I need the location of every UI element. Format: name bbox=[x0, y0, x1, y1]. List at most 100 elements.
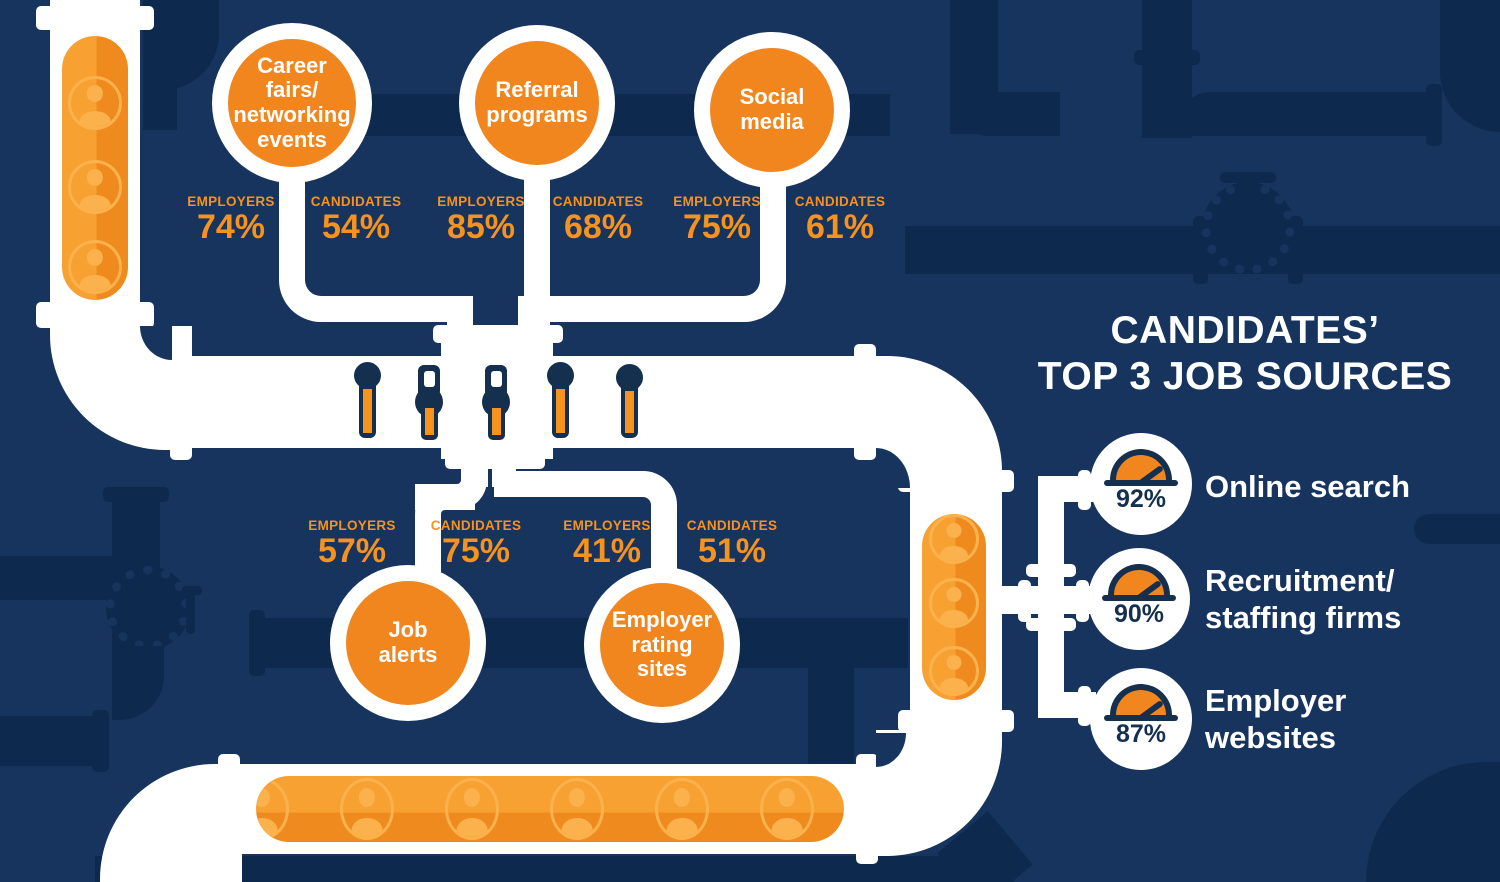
stat-job-alerts-employers: EMPLOYERS 57% bbox=[286, 518, 418, 569]
source-bubble-referral-programs: Referral programs bbox=[459, 25, 615, 181]
stat-rating-sites-employers: EMPLOYERS 41% bbox=[541, 518, 673, 569]
valve-stem-fill bbox=[556, 389, 565, 433]
bg-pipe-elbow bbox=[1366, 762, 1500, 882]
source-bubble-fill: Referral programs bbox=[475, 41, 599, 165]
people-capsule-right bbox=[922, 514, 986, 700]
people-capsule-left bbox=[62, 36, 128, 300]
stat-value: 85% bbox=[446, 208, 516, 246]
gauge-online-search: 92% bbox=[1090, 433, 1192, 535]
pipe-flange bbox=[1078, 470, 1091, 510]
bg-pipe bbox=[0, 716, 102, 766]
top3-label-online-search: Online search bbox=[1205, 469, 1411, 504]
connector-tube bbox=[415, 484, 475, 572]
valve-wheel-icon bbox=[106, 566, 190, 650]
pipe-flange bbox=[1078, 686, 1091, 726]
stat-audience-label: EMPLOYERS bbox=[187, 194, 275, 209]
bg-pipe-flange bbox=[1426, 84, 1442, 146]
stat-value: 75% bbox=[682, 208, 752, 246]
bg-pipe bbox=[0, 556, 122, 600]
valve-lever bbox=[186, 592, 195, 634]
manifold-top-plate bbox=[433, 325, 563, 343]
source-bubble-fill: Job alerts bbox=[346, 581, 470, 705]
gauge-pipe-vertical bbox=[1038, 478, 1064, 718]
bg-pipe bbox=[808, 662, 854, 766]
connector-tube bbox=[279, 160, 473, 322]
bg-pipe-flange bbox=[92, 710, 109, 772]
person-icon bbox=[68, 76, 122, 130]
stat-referral-candidates: CANDIDATES 68% bbox=[532, 194, 664, 245]
person-icon bbox=[929, 514, 979, 564]
valve-handle-slot bbox=[491, 371, 502, 387]
person-icon bbox=[550, 778, 604, 840]
gauge-dial-icon bbox=[1110, 684, 1172, 717]
person-icon bbox=[655, 778, 709, 840]
valve-stem-fill bbox=[425, 408, 434, 435]
person-icon bbox=[760, 778, 814, 840]
person-icon bbox=[445, 778, 499, 840]
top3-label-recruitment-staffing: Recruitment/ staffing firms bbox=[1205, 563, 1402, 636]
stat-value: 51% bbox=[697, 532, 767, 570]
stat-value: 61% bbox=[805, 208, 875, 246]
bg-pipe bbox=[1180, 92, 1436, 136]
stat-value: 75% bbox=[441, 532, 511, 570]
stat-social-employers: EMPLOYERS 75% bbox=[651, 194, 783, 245]
source-label: Employer rating sites bbox=[611, 607, 713, 682]
source-bubble-fill: Career fairs/ networking events bbox=[228, 39, 356, 167]
source-label: Social media bbox=[739, 84, 805, 134]
valve-stem-fill bbox=[492, 408, 501, 435]
pipe-flange bbox=[898, 470, 1014, 492]
bg-pipe-elbow bbox=[950, 92, 1060, 136]
stat-value: 54% bbox=[321, 208, 391, 246]
bg-pipe-elbow bbox=[1440, 0, 1500, 132]
pipe-flange bbox=[1018, 580, 1031, 622]
stat-audience-label: EMPLOYERS bbox=[308, 518, 396, 533]
pipe-flange bbox=[1026, 618, 1076, 631]
connector-tube bbox=[494, 471, 677, 571]
stat-career-fairs-candidates: CANDIDATES 54% bbox=[290, 194, 422, 245]
stat-job-alerts-candidates: CANDIDATES 75% bbox=[410, 518, 542, 569]
gauge-recruitment-staffing: 90% bbox=[1088, 548, 1190, 650]
valve-wheel-icon bbox=[1202, 182, 1294, 274]
manifold-bottom-plate bbox=[445, 453, 545, 469]
valve-stem-fill bbox=[625, 391, 634, 433]
gauge-employer-websites: 87% bbox=[1090, 668, 1192, 770]
pipe-elbow bbox=[100, 764, 242, 882]
stat-referral-employers: EMPLOYERS 85% bbox=[415, 194, 547, 245]
stat-audience-label: CANDIDATES bbox=[794, 194, 886, 209]
stat-rating-sites-candidates: CANDIDATES 51% bbox=[666, 518, 798, 569]
source-label: Job alerts bbox=[378, 617, 438, 667]
pipe-flange bbox=[1026, 564, 1076, 577]
stat-value: 68% bbox=[563, 208, 633, 246]
source-bubble-employer-rating-sites: Employer rating sites bbox=[584, 567, 740, 723]
top3-label-employer-websites: Employer websites bbox=[1205, 683, 1347, 756]
bg-pipe-elbow bbox=[112, 646, 164, 720]
gauge-value: 92% bbox=[1115, 485, 1167, 513]
pipe-flange bbox=[36, 6, 154, 30]
valve-lever bbox=[182, 586, 202, 595]
top3-title: CANDIDATES’ TOP 3 JOB SOURCES bbox=[1037, 309, 1453, 398]
source-bubble-social-media: Social media bbox=[694, 32, 850, 188]
person-icon bbox=[256, 778, 289, 840]
source-bubble-job-alerts: Job alerts bbox=[330, 565, 486, 721]
people-capsule-bottom bbox=[256, 776, 844, 842]
manifold-stub bbox=[492, 467, 516, 487]
source-label: Referral programs bbox=[486, 77, 588, 127]
valve-wheel-stem bbox=[1242, 180, 1254, 194]
gauge-dial-icon bbox=[1108, 564, 1170, 597]
stat-social-candidates: CANDIDATES 61% bbox=[774, 194, 906, 245]
pipe-flange bbox=[898, 710, 1014, 732]
person-icon bbox=[68, 160, 122, 214]
source-bubble-career-fairs: Career fairs/ networking events bbox=[212, 23, 372, 183]
pipe-flange bbox=[170, 344, 192, 460]
stat-audience-label: EMPLOYERS bbox=[437, 194, 525, 209]
pipe-flange bbox=[856, 754, 878, 864]
valve-stem-fill bbox=[363, 389, 372, 433]
bg-pipe-flange bbox=[799, 648, 863, 663]
person-icon bbox=[929, 578, 979, 628]
source-label: Career fairs/ networking events bbox=[233, 52, 351, 152]
manifold-stub bbox=[464, 467, 488, 487]
person-icon bbox=[68, 240, 122, 294]
bg-pipe-stub bbox=[1414, 514, 1500, 544]
valve-wheel-handle bbox=[1220, 172, 1276, 183]
gauge-dial-icon bbox=[1110, 449, 1172, 482]
